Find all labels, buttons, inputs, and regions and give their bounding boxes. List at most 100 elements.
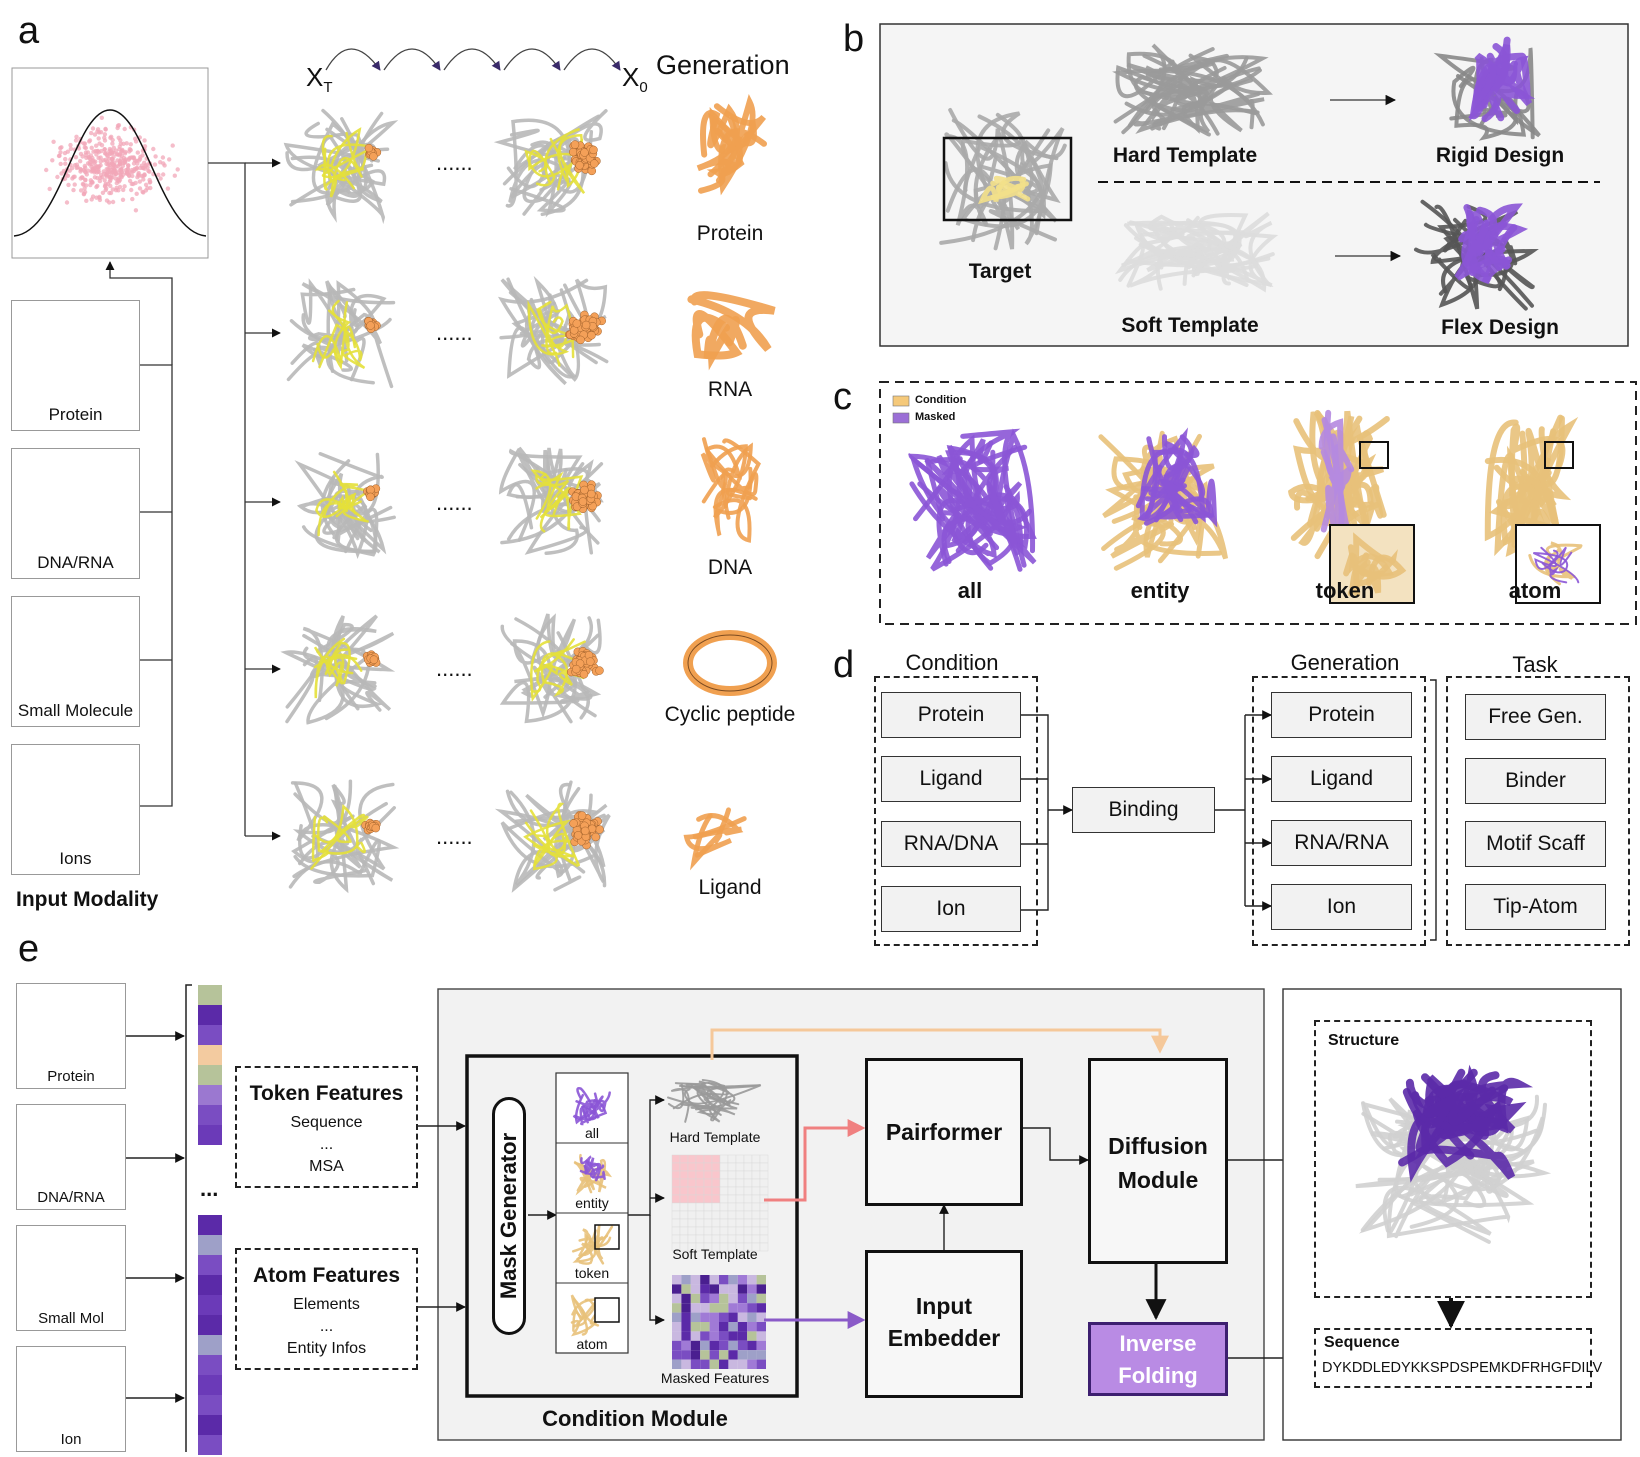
output-cyclic-peptide-label: Cyclic peptide: [664, 703, 796, 726]
token-features-box: Token Features Sequence ... MSA: [235, 1066, 418, 1188]
dots-row-5: ......: [436, 824, 473, 849]
atom-features-line1: Elements: [293, 1296, 360, 1313]
diffusion-module-box: Diffusion Module: [1088, 1058, 1228, 1264]
mask-all-label: all: [957, 578, 983, 603]
d-condition-group: [874, 676, 1038, 946]
e-modality-small-mol-label: Small Mol: [38, 1310, 104, 1327]
template-structures: [939, 36, 1541, 311]
condition-module-frame: [465, 1054, 799, 1398]
e-modality-ion-box: Ion: [16, 1346, 126, 1452]
input-embedder-box: Input Embedder: [865, 1250, 1023, 1398]
panel-label-d: d: [833, 644, 855, 686]
d-task-title: Task: [1512, 652, 1558, 677]
input-embedder-line1: Input: [915, 1293, 973, 1319]
mask-type-entity: entity: [575, 1195, 609, 1211]
mask-generator-label: Mask Generator: [496, 1132, 521, 1300]
modality-small-molecule-label: Small Molecule: [17, 701, 134, 720]
mask-generator-connectors: [528, 1095, 665, 1325]
output-dna-label: DNA: [707, 556, 753, 579]
legend-condition-label: Condition: [915, 394, 967, 406]
inverse-folding-line2: Folding: [1118, 1363, 1198, 1388]
panel-label-c: c: [833, 376, 852, 418]
e-modality-protein-box: Protein: [16, 983, 126, 1089]
e-modality-protein-label: Protein: [47, 1068, 95, 1085]
soft-template-grid: [671, 1154, 769, 1252]
condition-module-label: Condition Module: [542, 1406, 728, 1431]
target-label: Target: [968, 260, 1032, 283]
x0-label: X0: [622, 62, 648, 97]
inverse-folding-box: Inverse Folding: [1088, 1322, 1228, 1396]
hard-template-to-diffusion-arrow: [710, 1028, 1169, 1060]
sequence-box: Sequence DYKDDLEDYKKSPDSPEMKDFRHGFDILV: [1314, 1328, 1602, 1388]
d-condition-ion: Ion: [881, 886, 1021, 932]
token-features-line1: Sequence: [290, 1114, 363, 1131]
output-frame: [1282, 988, 1622, 1441]
d-generation-group: [1252, 676, 1426, 946]
e-modality-dna-rna-box: DNA/RNA: [16, 1104, 126, 1210]
modality-dna-rna-box: DNA/RNA: [11, 448, 140, 579]
colorbar-brackets: [185, 984, 192, 1452]
output-protein-label: Protein: [696, 222, 764, 245]
modality-protein-label: Protein: [48, 405, 103, 424]
atom-features-line3: Entity Infos: [286, 1340, 367, 1357]
input-embedder-line2: Embedder: [887, 1325, 1001, 1351]
hard-template-sketch: [667, 1079, 762, 1123]
d-generation-protein: Protein: [1271, 692, 1412, 738]
panel-d-connectors: [1021, 679, 1437, 941]
masked-features-label: Masked Features: [660, 1370, 770, 1386]
mask-entity-label: entity: [1130, 578, 1190, 603]
modality-to-bar-arrows: [126, 1031, 185, 1403]
colorbar-ellipsis: ...: [200, 1176, 219, 1201]
diffusion-module-line2: Module: [1117, 1167, 1199, 1193]
mask-generator-pill: Mask Generator: [492, 1097, 526, 1335]
token-features-title: Token Features: [249, 1082, 404, 1105]
e-modality-small-mol-box: Small Mol: [16, 1225, 126, 1331]
sequence-text: DYKDDLEDYKKSPDSPEMKDFRHGFDILV: [1322, 1360, 1603, 1376]
panel-label-b: b: [843, 18, 865, 60]
output-rna-label: RNA: [707, 378, 753, 401]
hard-template-label: Hard Template: [1112, 144, 1258, 167]
flex-design-label: Flex Design: [1441, 316, 1559, 339]
dots-row-4: ......: [436, 656, 473, 681]
atom-features-title: Atom Features: [252, 1264, 401, 1287]
legend-masked-label: Masked: [915, 411, 956, 423]
panel-label-a: a: [18, 10, 40, 52]
pairformer-label: Pairformer: [885, 1118, 1003, 1145]
fanout-arrows: [245, 158, 281, 841]
legend-masked-swatch: [892, 412, 910, 424]
mask-atom-label: atom: [1508, 578, 1562, 603]
sequence-label: Sequence: [1324, 1334, 1400, 1351]
inverse-folding-line1: Inverse: [1119, 1331, 1197, 1356]
to-noise-arrow: [105, 261, 173, 365]
output-structure: [1355, 1064, 1552, 1244]
d-generation-ligand: Ligand: [1271, 756, 1412, 802]
mask-token-label: token: [1315, 578, 1375, 603]
d-generation-ion: Ion: [1271, 884, 1412, 930]
xt-label: XT: [306, 62, 333, 97]
e-modality-dna-rna-label: DNA/RNA: [37, 1189, 105, 1206]
modality-ions-box: Ions: [11, 744, 140, 875]
mask-type-icons: [570, 1087, 620, 1337]
generation-structures: +: [28, 93, 777, 894]
d-condition-rna-dna: RNA/DNA: [881, 821, 1021, 867]
atom-features-box: Atom Features Elements ... Entity Infos: [235, 1248, 418, 1370]
modality-protein-box: Protein: [11, 300, 140, 431]
atom-features-line2: ...: [319, 1318, 334, 1335]
generation-title: Generation: [656, 50, 790, 80]
d-generation-title: Generation: [1290, 650, 1400, 675]
d-condition-protein: Protein: [881, 692, 1021, 738]
input-modality-title: Input Modality: [16, 888, 159, 911]
pairformer-box: Pairformer: [865, 1058, 1023, 1206]
mask-type-token: token: [574, 1265, 610, 1281]
structure-box: Structure: [1314, 1020, 1592, 1298]
masked-features-grid: [672, 1275, 766, 1369]
soft-template-e-label: Soft Template: [672, 1246, 758, 1262]
hard-template-e-label: Hard Template: [669, 1129, 761, 1145]
d-task-tip-atom: Tip-Atom: [1465, 884, 1606, 930]
diffusion-module-line1: Diffusion: [1108, 1133, 1208, 1159]
soft-template-label: Soft Template: [1121, 314, 1259, 337]
token-features-line2: ...: [319, 1136, 334, 1153]
target-highlight-box: [942, 136, 1073, 222]
mask-type-atom: atom: [576, 1336, 608, 1352]
